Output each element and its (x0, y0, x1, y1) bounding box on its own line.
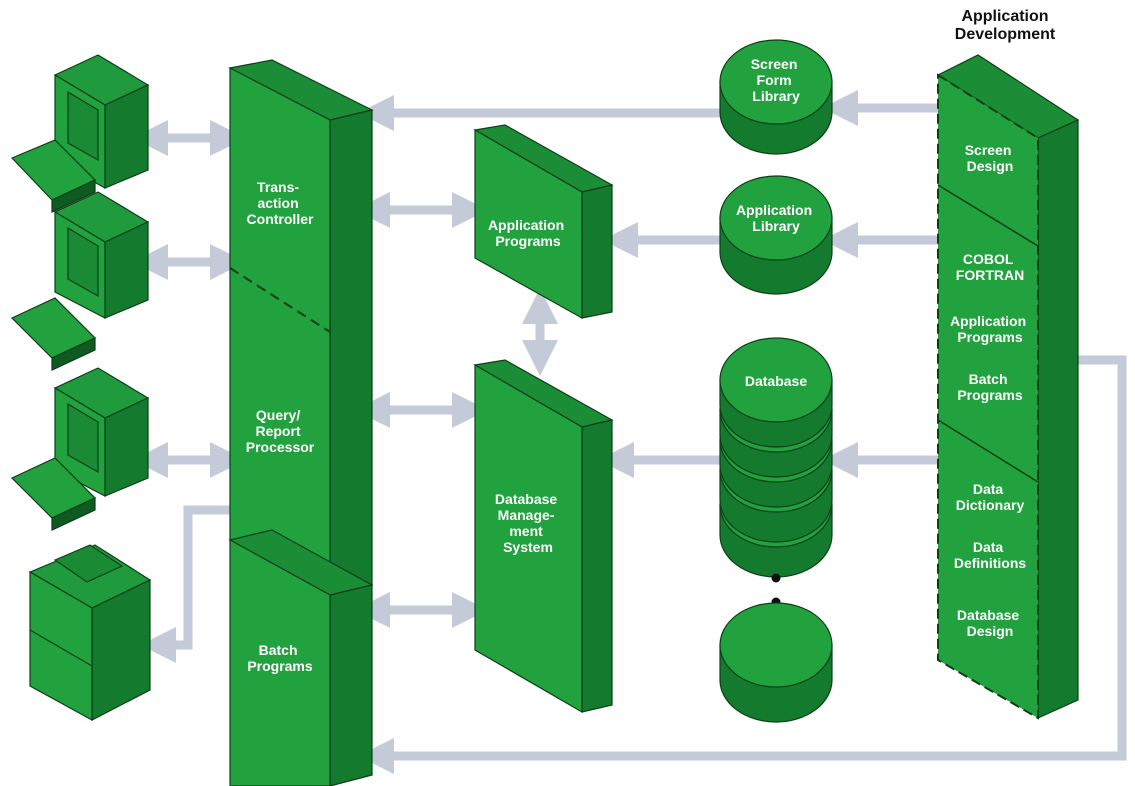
terminal-2 (10, 191, 150, 371)
database-design-label: Database Design (957, 607, 1023, 639)
application-programs-label: Application Programs (488, 217, 568, 249)
tower-batch-label: Batch Programs (247, 642, 313, 674)
tower-transaction-label: Trans- action Controller (247, 179, 314, 227)
data-definitions-label: Data Definitions (954, 539, 1027, 571)
screen-form-library-label: Screen Form Library (751, 56, 802, 104)
dev-batch-programs-label: Batch Programs (957, 371, 1023, 403)
title-line-2: Development (954, 26, 1056, 43)
dbms-block (473, 359, 614, 714)
tower-query-label: Query/ Report Processor (246, 407, 315, 455)
terminals (10, 54, 150, 531)
screen-design-label: Screen Design (965, 142, 1016, 174)
central-tower (228, 59, 374, 786)
dev-application-programs-label: Application Programs (950, 313, 1030, 345)
arrow-dev-batch (358, 355, 1127, 774)
labels: Trans- action Controller Query/ Report P… (246, 56, 1030, 674)
arrow-printer (140, 505, 230, 663)
dbms-label: Database Manage- ment System (495, 491, 561, 555)
screen-form-library-cylinder (719, 39, 833, 155)
title-line-1: Application (961, 8, 1049, 25)
languages-label: COBOL FORTRAN (956, 251, 1024, 283)
application-library-cylinder (719, 175, 833, 295)
terminal-1 (10, 54, 150, 213)
application-development-panel (936, 54, 1080, 720)
application-library-label: Application Library (736, 202, 816, 234)
terminal-3 (10, 367, 150, 531)
printer (28, 544, 152, 722)
database-stack (719, 337, 833, 578)
application-programs-block (473, 124, 614, 320)
arrows (132, 90, 1127, 774)
data-dictionary-label: Data Dictionary (956, 481, 1025, 513)
database-label: Database (745, 373, 807, 389)
application-development-title: Application Development (940, 8, 1070, 44)
database-last-cylinder (719, 602, 833, 723)
